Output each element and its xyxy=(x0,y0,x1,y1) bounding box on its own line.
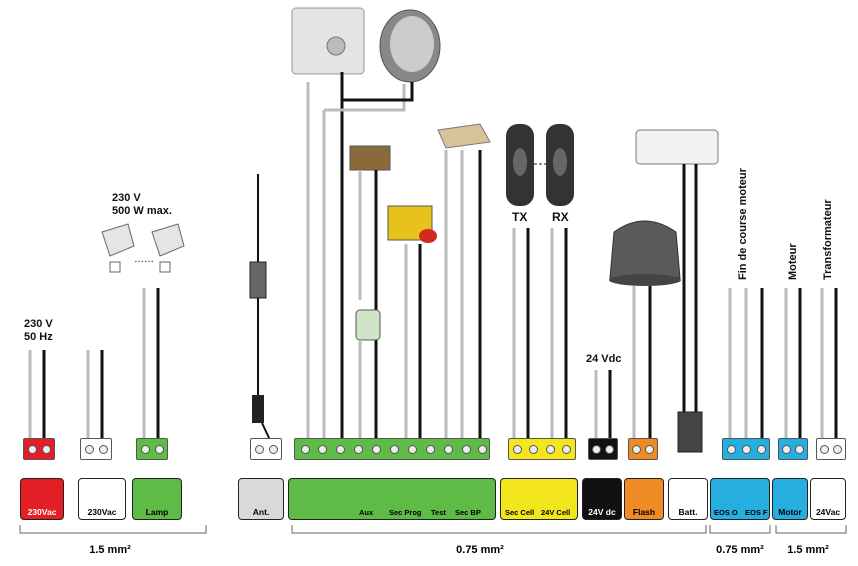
block-limit-switch: EOS O EOS F xyxy=(710,478,770,520)
terminal-lamp xyxy=(136,438,168,460)
block-antenna: Ant. xyxy=(238,478,284,520)
rx-label: RX xyxy=(552,210,569,224)
lamp-voltage-label: 230 V xyxy=(112,192,141,204)
dim-right-a: 0.75 mm² xyxy=(716,544,764,556)
flash-lamp-icon xyxy=(609,220,681,440)
terminal-24vdc xyxy=(588,438,618,460)
terminal-motor xyxy=(778,438,808,460)
supply-24vdc-label: 24 Vdc xyxy=(586,353,622,365)
key-switch-icon xyxy=(291,7,365,75)
dim-right-b: 1.5 mm² xyxy=(787,544,829,556)
svg-text:……: …… xyxy=(134,254,154,265)
motor-wires xyxy=(784,288,802,440)
block-battery: Batt. xyxy=(668,478,708,520)
dim-left: 1.5 mm² xyxy=(89,544,131,556)
photocell-tx-icon xyxy=(506,124,534,440)
dim-middle: 0.75 mm² xyxy=(456,544,504,556)
access-wires xyxy=(306,72,414,440)
antenna-icon xyxy=(249,174,271,441)
stop-button-icon xyxy=(387,205,437,440)
block-cells: Sec Cell 24V Cell xyxy=(500,478,578,520)
transformateur-label: Transformateur xyxy=(822,199,834,280)
dimension-brackets xyxy=(19,525,847,534)
dc24-wires xyxy=(594,370,612,440)
terminal-transformer xyxy=(816,438,846,460)
terminal-power xyxy=(80,438,112,460)
lamp-power-label: 500 W max. xyxy=(112,205,172,217)
block-24vac: 24Vac xyxy=(810,478,846,520)
tx-label: TX xyxy=(512,210,528,224)
mains-voltage-label: 230 V xyxy=(24,318,53,330)
limit-switch-wires xyxy=(728,288,764,440)
transformer-wires xyxy=(820,288,838,440)
power-wires xyxy=(86,350,104,440)
block-power: 230Vac xyxy=(78,478,126,520)
terminal-limit-switch xyxy=(722,438,770,460)
terminal-antenna xyxy=(250,438,282,460)
block-24vdc: 24V dc xyxy=(582,478,622,520)
terminal-mains xyxy=(23,438,55,460)
fin-course-label: Fin de course moteur xyxy=(737,168,749,280)
block-lamp: Lamp xyxy=(132,478,182,520)
block-flash: Flash xyxy=(624,478,664,520)
block-mains: 230Vac xyxy=(20,478,64,520)
moteur-label: Moteur xyxy=(787,243,799,280)
mains-frequency-label: 50 Hz xyxy=(24,331,53,343)
terminal-inputs xyxy=(294,438,490,460)
floodlight-icon: …… xyxy=(101,223,185,273)
lamp-wires xyxy=(142,288,160,440)
loop-detector-icon xyxy=(349,145,391,440)
block-motor: Motor xyxy=(772,478,808,520)
keypad-icon xyxy=(379,9,441,83)
battery-icon xyxy=(635,129,719,453)
mains-wires xyxy=(28,350,46,440)
terminal-cells xyxy=(508,438,576,460)
block-inputs: Aux Sec Prog Test Sec BP xyxy=(288,478,496,520)
photocell-rx-icon xyxy=(534,124,574,440)
safety-edge-icon xyxy=(437,123,491,440)
terminal-flash xyxy=(628,438,658,460)
